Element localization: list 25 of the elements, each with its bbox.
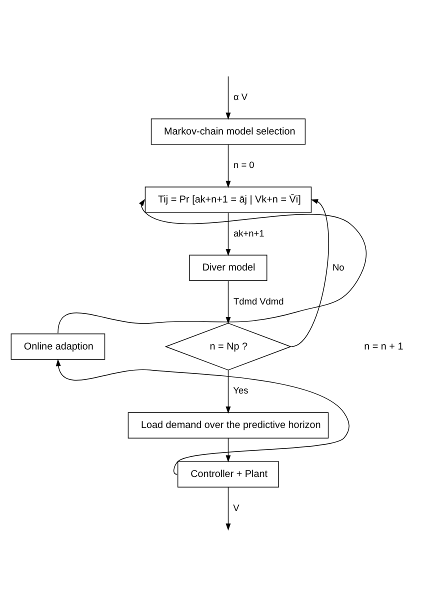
arrow — [226, 437, 231, 462]
edge-label: ak+n+1 — [234, 228, 264, 238]
arrow — [291, 198, 329, 346]
node-box: Markov-chain model selection — [150, 118, 306, 144]
label: n = n + 1 — [364, 340, 404, 352]
edge-label: n = 0 — [234, 160, 254, 170]
arrow — [226, 76, 231, 120]
arrow — [226, 280, 231, 324]
edge-label: V — [233, 502, 240, 512]
arrow — [226, 486, 231, 530]
node-box: Diver model — [189, 254, 268, 280]
arrow — [226, 144, 231, 188]
node-box: Online adaption — [10, 333, 106, 360]
node-box: Tij = Pr [ak+n+1 = āj | Vk+n = V̄i] — [144, 186, 312, 212]
arrow — [58, 198, 367, 333]
arrow — [226, 212, 231, 256]
arrow — [226, 369, 231, 414]
arrow — [56, 358, 350, 474]
node-diamond: n = Np ? — [164, 322, 292, 370]
edge-label: Yes — [233, 385, 248, 396]
node-box: Load demand over the predictive horizon — [128, 412, 329, 438]
edge-label: α V — [234, 92, 248, 102]
edge-label: Tdmd Vdmd — [234, 296, 284, 306]
node-box: Controller + Plant — [178, 460, 279, 487]
edge-label: No — [332, 262, 344, 272]
